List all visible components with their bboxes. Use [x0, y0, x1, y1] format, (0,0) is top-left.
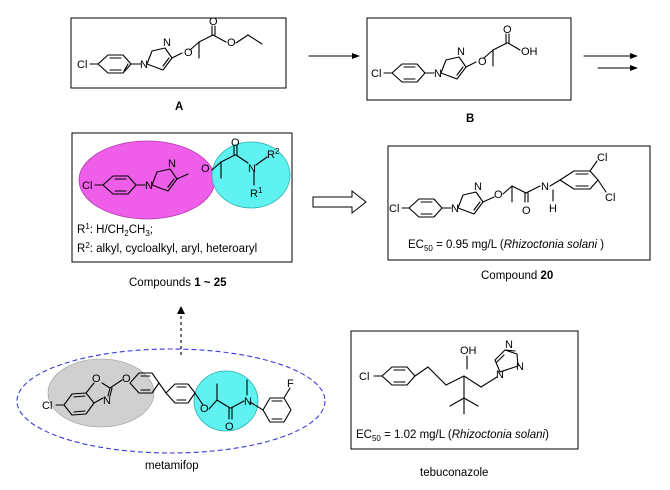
atom-o: O — [478, 56, 487, 68]
atom-n: N — [516, 361, 524, 373]
r1-definition: R1: H/CH2CH3; — [77, 222, 153, 238]
arrow-a-to-b — [308, 53, 360, 59]
atom-cl: Cl — [359, 371, 369, 383]
r2-definition: R2: alkyl, cycloalkyl, aryl, heteroaryl — [77, 241, 257, 255]
atom-o: O — [225, 421, 234, 433]
label-b: B — [466, 113, 474, 125]
atom-n: N — [451, 203, 459, 215]
atom-o: O — [227, 37, 236, 49]
highlight-cyan — [193, 370, 259, 432]
atom-f: F — [287, 378, 294, 390]
atom-n: N — [505, 339, 513, 351]
atom-n: N — [248, 163, 256, 175]
caption-compound-20: Compound 20 — [481, 270, 553, 282]
ec50-tebuconazole: EC50 = 1.02 mg/L (Rhizoctonia solani) — [356, 429, 549, 443]
atom-n: N — [103, 395, 111, 407]
atom-n: N — [168, 158, 176, 170]
atom-o: O — [184, 47, 193, 59]
name-metamifop: metamifop — [145, 460, 199, 472]
atom-oh: OH — [460, 345, 477, 357]
compound-general: Cl N N O O N R2 R1 R1: H/CH2CH3; R2: alk… — [71, 132, 293, 289]
compound-20: Cl N N O O N H Cl Cl EC50 = 0.95 mg/L (R… — [387, 145, 651, 282]
tebuconazole: Cl OH N N N EC50 = 1.02 mg/L (Rhizoctoni… — [350, 330, 579, 479]
atom-o: O — [200, 403, 209, 415]
atom-n: N — [496, 369, 504, 381]
atom-n: N — [145, 180, 153, 192]
atom-n: N — [244, 396, 252, 408]
label-a: A — [175, 101, 183, 113]
atom-n: N — [541, 181, 549, 193]
atom-n: N — [434, 68, 442, 80]
atom-n: N — [474, 181, 482, 193]
atom-o: O — [503, 24, 512, 36]
highlight-cyan — [211, 141, 291, 209]
atom-cl: Cl — [605, 192, 615, 204]
dashed-arrow — [177, 306, 185, 355]
atom-o: O — [522, 205, 531, 217]
atom-cl: Cl — [77, 59, 87, 71]
atom-o: O — [494, 189, 503, 201]
atom-cl: Cl — [82, 180, 92, 192]
atom-o: O — [92, 373, 101, 385]
atom-cl: Cl — [371, 68, 381, 80]
atom-o: O — [209, 16, 218, 28]
arrow-next — [583, 53, 638, 71]
compound-a: Cl N N O O O A — [70, 16, 287, 113]
hollow-arrow — [312, 189, 367, 215]
caption-compounds: Compounds 1 ~ 25 — [129, 277, 227, 289]
highlight-gray — [47, 358, 155, 428]
atom-o: O — [231, 137, 240, 149]
atom-n: N — [457, 46, 465, 58]
atom-o: O — [122, 373, 131, 385]
atom-cl: Cl — [389, 203, 399, 215]
ec50-compound-20: EC50 = 0.95 mg/L (Rhizoctonia solani ) — [408, 239, 604, 253]
compound-b: Cl N N O O OH B — [366, 17, 572, 125]
metamifop: Cl O N O O O N F metamifop — [16, 348, 326, 472]
atom-n: N — [163, 37, 171, 49]
atom-o: O — [201, 163, 210, 175]
dashed-outline — [16, 348, 326, 454]
atom-r2: R2 — [267, 147, 280, 161]
atom-cl: Cl — [42, 400, 52, 412]
atom-h: H — [549, 203, 557, 215]
name-tebuconazole: tebuconazole — [420, 467, 488, 479]
atom-oh: OH — [521, 46, 538, 58]
atom-cl: Cl — [597, 152, 607, 164]
atom-n: N — [140, 59, 148, 71]
atom-r1: R1 — [250, 186, 263, 200]
